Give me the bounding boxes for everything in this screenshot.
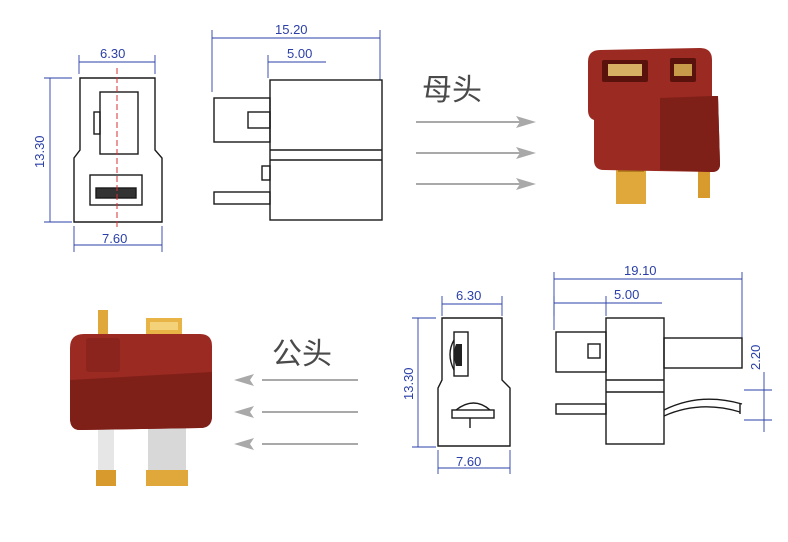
dim-male-side-partial: 5.00 [614,287,639,302]
dim-male-front-top: 6.30 [456,288,481,303]
dim-male-front-bottom: 7.60 [456,454,481,469]
dim-female-side-partial: 5.00 [287,46,312,61]
dim-female-front-top: 6.30 [100,46,125,61]
female-connector-photo [588,48,720,204]
dim-female-side-total: 15.20 [275,22,308,37]
dim-male-side-total: 19.10 [624,263,657,278]
male-connector-photo [70,310,212,486]
female-side-view: 15.20 5.00 [211,22,383,221]
male-side-view: 19.10 5.00 2.20 [553,263,772,445]
female-label: 母头 [422,73,482,108]
female-label-group: 母头 [416,73,536,190]
dim-male-side-pin: 2.20 [748,345,763,370]
dim-female-front-height: 13.30 [32,135,47,168]
dim-female-front-bottom: 7.60 [102,231,127,246]
male-label: 公头 [272,337,332,372]
female-front-view: 6.30 13.30 7.60 [32,46,163,252]
dim-male-front-height: 13.30 [401,367,416,400]
male-label-group: 公头 [234,337,358,450]
male-front-view: 6.30 13.30 7.60 [401,288,511,474]
